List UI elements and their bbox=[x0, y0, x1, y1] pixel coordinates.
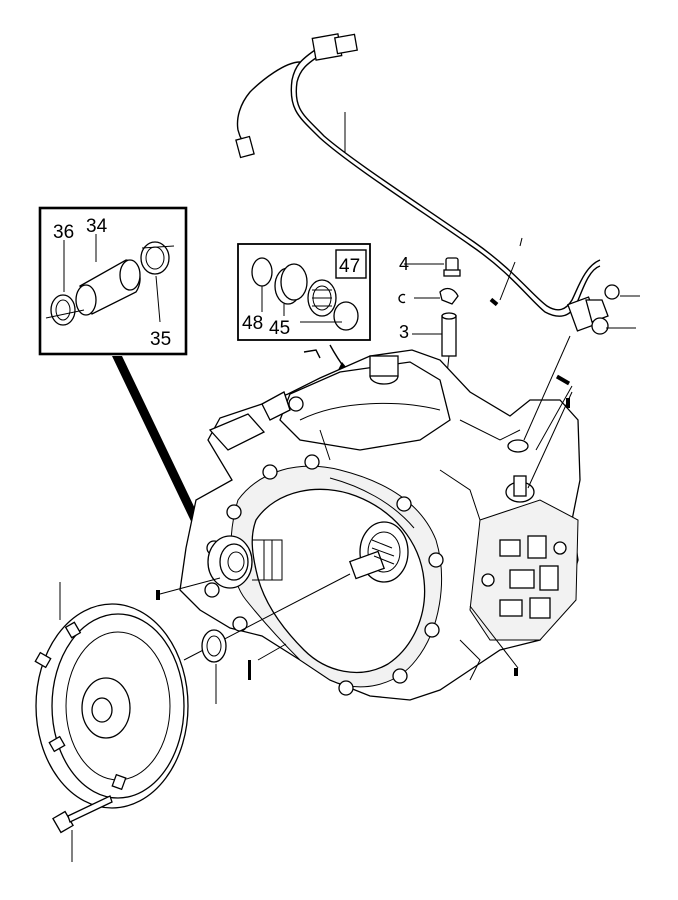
drive-seal bbox=[201, 629, 227, 704]
inset-seal-sleeve bbox=[38, 206, 188, 356]
inset-rings bbox=[237, 243, 371, 341]
output-seal bbox=[207, 535, 283, 589]
valve-body bbox=[469, 499, 579, 641]
tube-3 bbox=[441, 315, 457, 357]
converter-bolt bbox=[52, 795, 113, 862]
callout-35: 35 bbox=[150, 329, 171, 350]
wiring-harness bbox=[235, 33, 640, 335]
sensor-bolt bbox=[604, 284, 620, 300]
transmission-housing bbox=[179, 335, 581, 701]
bell-bolt-bosses bbox=[204, 454, 444, 696]
harness-plug-small bbox=[235, 135, 255, 159]
inset-pointer-arrow bbox=[112, 356, 210, 540]
callout-4: 4 bbox=[399, 254, 409, 274]
callout-34: 34 bbox=[86, 216, 108, 237]
callout-3: 3 bbox=[399, 322, 409, 342]
callout-48: 48 bbox=[242, 313, 263, 334]
torque-converter bbox=[34, 582, 189, 809]
clip bbox=[439, 287, 459, 305]
callout-45: 45 bbox=[269, 318, 290, 339]
callout-47: 47 bbox=[339, 256, 360, 277]
input-shaft bbox=[348, 521, 409, 583]
callout-36: 36 bbox=[53, 222, 74, 243]
